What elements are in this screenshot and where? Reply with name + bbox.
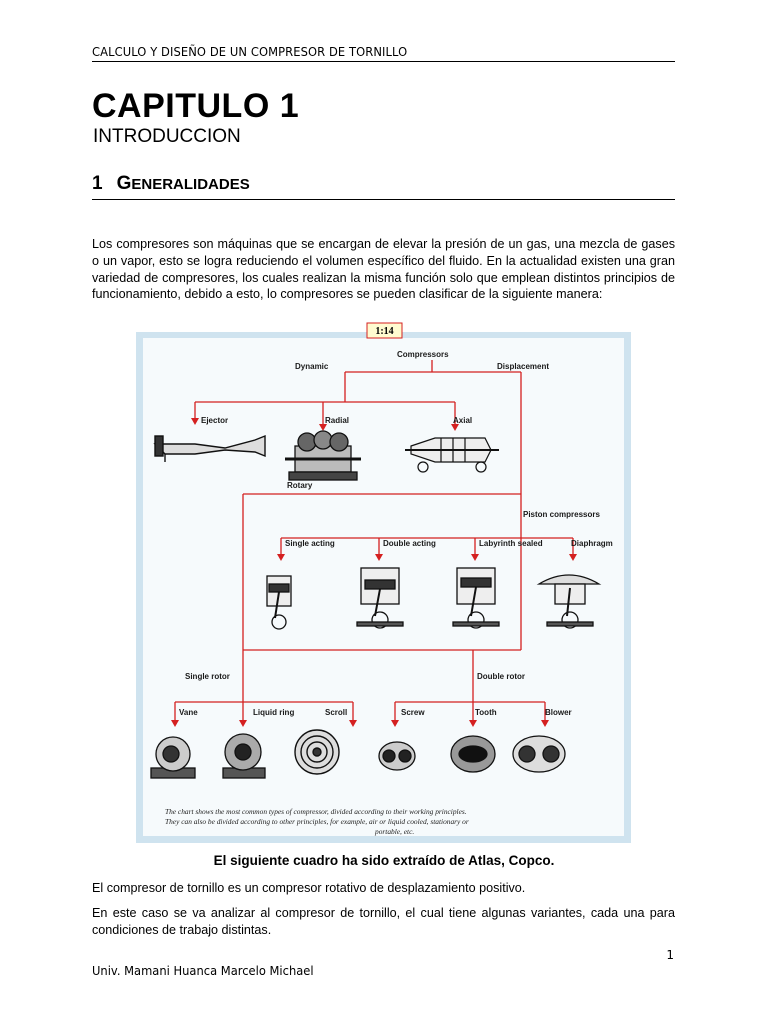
ejector-illustration (153, 434, 266, 462)
label-double-acting: Double acting (383, 539, 436, 548)
scroll-illustration (294, 729, 340, 775)
running-header: CALCULO Y DISEÑO DE UN COMPRESOR DE TORN… (92, 44, 408, 59)
vane-illustration (150, 736, 196, 779)
section-rule (92, 199, 675, 200)
figure-caption: El siguiente cuadro ha sido extraído de … (213, 853, 555, 868)
label-scroll: Scroll (325, 708, 347, 717)
page-number: 1 (666, 948, 674, 962)
figure-badge (366, 322, 403, 339)
label-axial: Axial (453, 416, 472, 425)
compressor-classification-figure: 1:14 (135, 322, 632, 844)
screw-paragraph: El compresor de tornillo es un compresor… (92, 881, 526, 895)
blower-illustration (512, 735, 566, 773)
figure-note-line-3: portable, etc. (374, 827, 414, 836)
labyrinth-sealed-illustration (452, 567, 500, 629)
label-screw: Screw (401, 708, 425, 717)
section-heading: 1 GENERALIDADES (92, 173, 250, 195)
footer-author: Univ. Mamani Huanca Marcelo Michael (92, 963, 314, 978)
section-title: GENERALIDADES (116, 173, 250, 194)
section-number: 1 (92, 173, 103, 194)
single-acting-illustration (266, 575, 292, 630)
label-single-rotor: Single rotor (185, 672, 230, 681)
label-compressors: Compressors (397, 350, 449, 359)
label-single-acting: Single acting (285, 539, 335, 548)
screw-illustration (378, 741, 416, 771)
connector-lines (174, 360, 574, 722)
variants-paragraph: En este caso se va analizar al compresor… (92, 906, 675, 937)
radial-compressor-illustration (285, 430, 361, 481)
figure-note-line-2: They can also be divided according to ot… (165, 817, 469, 826)
label-vane: Vane (179, 708, 198, 717)
tooth-illustration (450, 735, 496, 773)
label-liquid-ring: Liquid ring (253, 708, 294, 717)
diaphragm-illustration (536, 574, 602, 629)
figure-note-line-1: The chart shows the most common types of… (165, 807, 467, 816)
label-diaphragm: Diaphragm (571, 539, 613, 548)
label-labyrinth-sealed: Labyrinth sealed (479, 539, 543, 548)
double-acting-illustration (356, 567, 404, 629)
chapter-title: CAPITULO 1 (92, 87, 300, 125)
connector-arrowheads (171, 418, 577, 727)
label-tooth: Tooth (475, 708, 497, 717)
label-blower: Blower (545, 708, 572, 717)
label-radial: Radial (325, 416, 349, 425)
header-rule (92, 61, 675, 62)
intro-paragraph: Los compresores son máquinas que se enca… (92, 237, 675, 302)
label-dynamic: Dynamic (295, 362, 329, 371)
figure-badge-text: 1:14 (375, 326, 393, 337)
label-double-rotor: Double rotor (477, 672, 525, 681)
label-displacement: Displacement (497, 362, 549, 371)
label-piston-compressors: Piston compressors (523, 510, 600, 519)
label-rotary: Rotary (287, 481, 313, 490)
chapter-subtitle: INTRODUCCION (93, 126, 241, 147)
axial-compressor-illustration (405, 437, 499, 473)
label-ejector: Ejector (201, 416, 228, 425)
liquid-ring-illustration (222, 733, 266, 779)
